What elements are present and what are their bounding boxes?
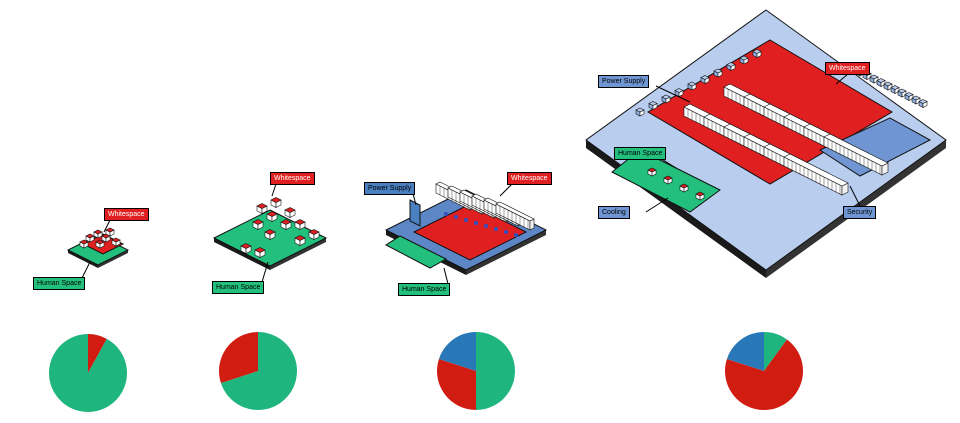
stage-1-rack-1	[85, 233, 95, 243]
stage-4-equipment-right-6	[890, 85, 900, 94]
stage-4-equipment-top-6	[700, 75, 710, 84]
stage-2-rack-8	[252, 219, 264, 230]
stage-4-security-label: Security	[843, 206, 877, 219]
stage-2-rack-12	[254, 247, 266, 258]
stage-3-rack-row-6	[495, 201, 535, 231]
stage-2-rack-3	[284, 207, 296, 218]
stage-1-whitespace-leader	[103, 219, 111, 233]
stage-4-equipment-right-4	[876, 78, 886, 87]
stage-4-security-leader	[849, 185, 861, 207]
stage-2-rack-2	[270, 197, 282, 208]
stage-2-whitespace-leader	[271, 183, 277, 197]
stage-3-cooling-unit-8	[514, 233, 518, 237]
stage-4-office-unit-4	[695, 191, 705, 201]
stage-4-drawing	[585, 9, 947, 278]
stage-2-human-space-leader	[261, 261, 269, 283]
stage-4-office-unit-3	[679, 183, 689, 193]
stage-1-whitespace-label: Whitespace	[104, 208, 149, 221]
stage-3-cooling-unit-4	[474, 221, 478, 225]
stage-4-equipment-top-3	[661, 94, 671, 104]
stage-2-rack-4	[266, 211, 278, 222]
stage-4-equipment-top-9	[739, 55, 749, 65]
stage-4-equipment-top-2	[648, 101, 658, 110]
stage-3-whitespace-leader	[499, 183, 513, 197]
stage-4-whitespace-label: Whitespace	[825, 62, 870, 75]
stage-3-cooling-unit-1	[444, 212, 448, 216]
stage-1-rack-4	[95, 239, 105, 249]
stage-4-whitespace-leader	[835, 73, 849, 85]
stage-4-rack-row-12	[823, 133, 889, 176]
stage-2-rack-5	[294, 219, 306, 230]
stage-4-rack-row-11	[783, 153, 849, 196]
stage-3-whitespace-label: Whitespace	[507, 172, 552, 185]
stage-3-cooling-unit-6	[494, 227, 498, 231]
stage-2-rack-10	[264, 229, 276, 240]
stage-4-office-unit-2	[663, 175, 673, 185]
stage-3-cooling-unit-3	[464, 218, 468, 222]
stage-4-cooling-label: Cooling	[598, 206, 630, 219]
stage-3-human-space-leader	[443, 267, 449, 285]
stage-1-drawing	[66, 219, 130, 279]
stage-3-human-space-area	[385, 235, 448, 269]
stage-4-equipment-top-8	[726, 62, 736, 71]
stage-2-rack-11	[240, 243, 252, 254]
stage-3-drawing	[384, 181, 548, 285]
stage-4-cooling-leader	[645, 197, 669, 213]
stage-4-office-unit-1	[647, 167, 657, 177]
stage-4-human-space-label: Human Space	[614, 147, 667, 160]
stage-1-rack-5	[105, 227, 115, 237]
stage-4-equipment-right-10	[918, 99, 928, 108]
stage-2-human-space-label: Human Space	[212, 281, 265, 294]
stage-2-drawing	[212, 183, 328, 283]
stage-1-human-space-leader	[81, 261, 91, 279]
stage-4-equipment-top-1	[635, 107, 645, 117]
stage-4-security-area	[818, 117, 932, 177]
stage-3-cooling-unit-2	[454, 215, 458, 219]
stage-1-rack-6	[79, 239, 89, 249]
stage-2-rack-1	[256, 203, 268, 214]
stage-3-cooling-unit-7	[504, 230, 508, 234]
stage-4-equipment-top-5	[687, 81, 697, 91]
stage-3-cooling-unit-5	[484, 224, 488, 228]
stage-2-whitespace-label: Whitespace	[270, 172, 315, 185]
stage-1-human-space-label: Human Space	[33, 277, 86, 290]
stage-1-rack-7	[111, 237, 121, 247]
stage-4-equipment-top-7	[713, 68, 723, 78]
stage-3-power-supply-label: Power Supply	[364, 182, 416, 195]
stage-2-rack-9	[294, 235, 306, 246]
stage-3-power-unit	[409, 199, 421, 227]
stage-4-power-supply-leader	[655, 85, 691, 103]
stage-3-human-space-label: Human Space	[398, 283, 451, 296]
stage-4-power-supply-label: Power Supply	[598, 75, 650, 88]
stage-4-equipment-top-10	[752, 49, 762, 58]
stage-1-rack-2	[93, 229, 103, 239]
stage-2-rack-6	[280, 219, 292, 230]
stage-2-rack-7	[308, 229, 320, 240]
